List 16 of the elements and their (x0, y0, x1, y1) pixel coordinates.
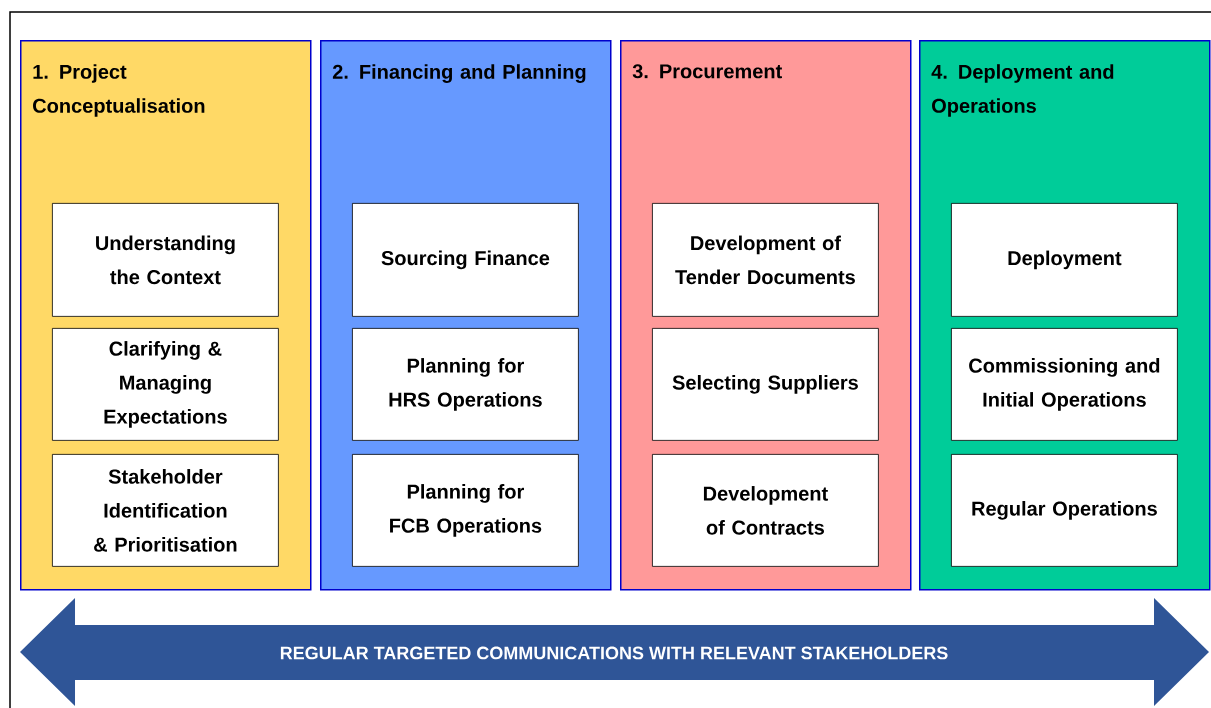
step-box: Development of Tender Documents (652, 203, 879, 317)
step-box: Regular Operations (951, 454, 1178, 567)
step-box: Stakeholder Identification & Prioritisation (52, 454, 279, 567)
step-box: Understanding the Context (52, 203, 279, 317)
step-box: Development of Contracts (652, 454, 879, 567)
step-box: Sourcing Finance (352, 203, 579, 317)
step-box: Clarifying & Managing Expectations (52, 328, 279, 441)
step-box: Commissioning and Initial Operations (951, 328, 1178, 441)
column-heading: 3. Procurement (632, 64, 782, 79)
column-heading: 1. Project Conceptualisation (33, 64, 205, 117)
column-heading: 4. Deployment and Operations (931, 64, 1114, 117)
step-box: Selecting Suppliers (652, 328, 879, 441)
step-box: Planning for FCB Operations (352, 454, 579, 567)
step-box: Deployment (951, 203, 1178, 317)
column-heading: 2. Financing and Planning (332, 64, 586, 83)
step-box: Planning for HRS Operations (352, 328, 579, 441)
